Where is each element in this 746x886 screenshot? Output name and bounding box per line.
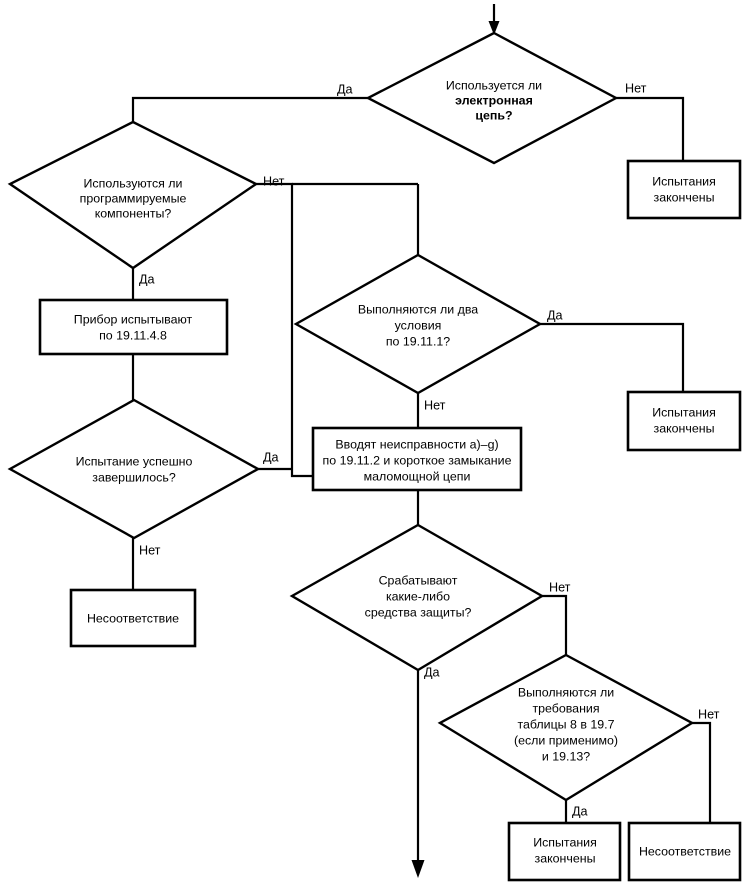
edge-d4-yes [540, 322, 685, 392]
process-nonconformity-left[interactable]: Несоответствие [69, 588, 197, 648]
edge-label-d6-yes: Да [572, 804, 588, 818]
edge-label-d3-no: Нет [139, 543, 161, 557]
decision-programmable-components-line-1: Используются ли [84, 176, 183, 190]
decision-electronic-circuit-line-2: электронная [455, 93, 533, 107]
process-introduce-faults-line-3: маломощной цепи [364, 469, 471, 483]
decision-test-successful-line-1: Испытание успешно [76, 454, 193, 468]
edge-label-d3-yes: Да [263, 450, 279, 464]
edge-d6-no [692, 721, 712, 823]
process-tests-finished-top-line-2: закончены [654, 190, 715, 204]
edge-label-d1-no: Нет [625, 81, 647, 95]
decision-table8-requirements-line-4: (если применимо) [514, 733, 618, 747]
process-nonconformity-bottom[interactable]: Несоответствие [627, 821, 742, 882]
decision-table8-requirements[interactable]: Выполняются ли требования таблицы 8 в 19… [437, 653, 695, 802]
edge-label-d5-yes: Да [424, 665, 440, 679]
edge-label-d2-yes: Да [139, 272, 155, 286]
decision-programmable-components-line-3: компоненты? [95, 206, 172, 220]
edge-d2-no [256, 182, 313, 478]
process-nonconformity-left-label: Несоответствие [87, 611, 179, 625]
decision-electronic-circuit[interactable]: Используется ли электронная цепь? [365, 31, 619, 165]
decision-two-conditions-19-11-1[interactable]: Выполняются ли два условия по 19.11.1? [293, 253, 543, 395]
edge-d5-yes [411, 670, 425, 878]
decision-protective-devices-operate-line-3: средства защиты? [365, 605, 472, 619]
process-tests-finished-middle-line-1: Испытания [652, 405, 716, 419]
decision-test-successful[interactable]: Испытание успешно завершилось? [7, 398, 261, 540]
process-tests-finished-middle[interactable]: Испытания закончены [626, 390, 742, 452]
process-introduce-faults-line-1: Вводят неисправности a)–g) [335, 437, 498, 451]
decision-electronic-circuit-line-1: Используется ли [446, 78, 542, 92]
edge-label-d2-no: Нет [263, 174, 285, 188]
decision-two-conditions-19-11-1-line-2: условия [395, 318, 442, 332]
process-tests-finished-bottom-line-2: закончены [535, 851, 596, 865]
decision-table8-requirements-line-1: Выполняются ли [518, 685, 614, 699]
process-tests-finished-middle-line-2: закончены [654, 421, 715, 435]
process-test-per-19-11-4-8[interactable]: Прибор испытывают по 19.11.4.8 [38, 298, 229, 356]
edge-label-d5-no: Нет [549, 580, 571, 594]
decision-table8-requirements-line-3: таблицы 8 в 19.7 [517, 717, 614, 731]
decision-programmable-components-line-2: программируемые [80, 191, 187, 205]
process-tests-finished-top[interactable]: Испытания закончены [626, 159, 742, 220]
edge-d5-no [542, 594, 568, 655]
decision-test-successful-line-2: завершилось? [92, 470, 176, 484]
decision-programmable-components[interactable]: Используются ли программируемые компонен… [7, 120, 259, 270]
decision-two-conditions-19-11-1-line-3: по 19.11.1? [386, 334, 450, 348]
edge-d1-no [616, 96, 685, 161]
process-introduce-faults-line-2: по 19.11.2 и короткое замыкание [323, 453, 512, 467]
process-tests-finished-top-line-1: Испытания [652, 174, 716, 188]
edge-d1-yes [131, 96, 368, 122]
process-nonconformity-bottom-label: Несоответствие [639, 844, 731, 858]
decision-protective-devices-operate-line-2: какие-либо [386, 589, 450, 603]
decision-electronic-circuit-line-3: цепь? [475, 108, 512, 122]
decision-table8-requirements-line-2: требования [532, 701, 599, 715]
process-test-per-19-11-4-8-line-1: Прибор испытывают [74, 312, 193, 326]
entry-arrow [488, 4, 500, 35]
edge-label-d1-yes: Да [337, 82, 353, 96]
process-introduce-faults[interactable]: Вводят неисправности a)–g) по 19.11.2 и … [311, 426, 523, 492]
decision-two-conditions-19-11-1-line-1: Выполняются ли два [358, 302, 478, 316]
process-test-per-19-11-4-8-line-2: по 19.11.4.8 [99, 328, 167, 342]
decision-protective-devices-operate[interactable]: Срабатывают какие-либо средства защиты? [289, 523, 545, 672]
edge-label-d4-yes: Да [547, 308, 563, 322]
decision-protective-devices-operate-line-1: Срабатывают [379, 573, 458, 587]
process-tests-finished-bottom[interactable]: Испытания закончены [507, 821, 622, 882]
process-tests-finished-bottom-line-1: Испытания [533, 835, 597, 849]
decision-table8-requirements-line-5: и 19.13? [542, 749, 590, 763]
edge-label-d6-no: Нет [698, 707, 720, 721]
edge-label-d4-no: Нет [424, 398, 446, 412]
